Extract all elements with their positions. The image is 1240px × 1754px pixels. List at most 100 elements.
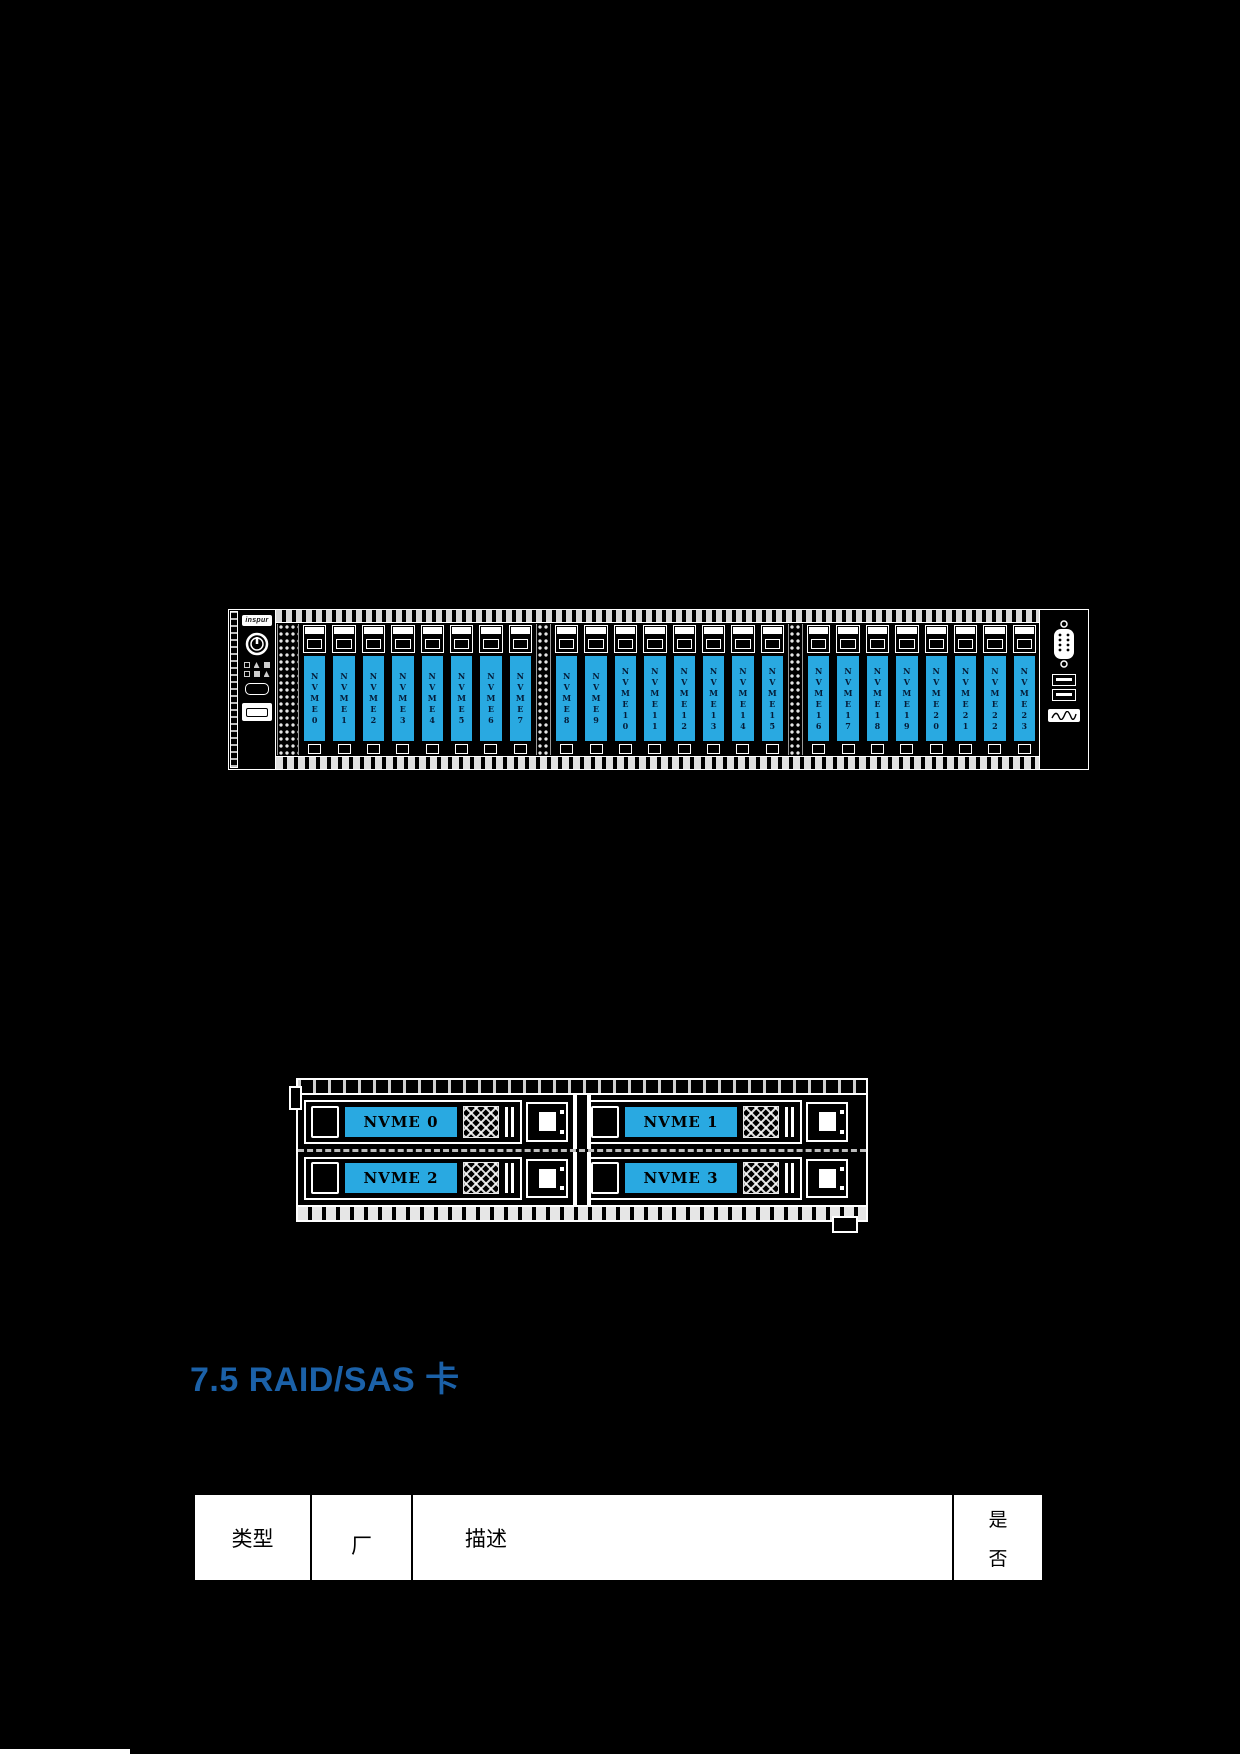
drive-latch (836, 625, 860, 653)
bay-divider-vent (277, 624, 299, 755)
drive-foot (700, 743, 727, 755)
drive-bay: NVME17 (834, 624, 861, 755)
drive-latch (731, 625, 755, 653)
drive-row-bottom: NVME 2 NVME 3 (298, 1151, 866, 1206)
tray-latch (311, 1105, 339, 1138)
chassis-top-rail (276, 610, 1039, 623)
drive-latch (701, 625, 726, 653)
chassis-top-rail (298, 1080, 866, 1095)
drive-bay-label: NVME3 (392, 656, 414, 741)
tray-edge-bars (505, 1106, 515, 1137)
drive-bay: NVME2 (360, 624, 387, 755)
drive-latch (508, 625, 532, 653)
server-front-view-4bay: NVME 0 NVME 1 (289, 1078, 868, 1233)
drive-bay-label: NVME8 (556, 656, 578, 741)
drive-latch (983, 625, 1007, 653)
drive-latch (760, 625, 784, 653)
drive-tray: NVME 1 (584, 1100, 802, 1144)
drive-foot (981, 743, 1008, 755)
drive-tray: NVME 2 (304, 1156, 522, 1200)
drive-bay: NVME9 (582, 624, 609, 755)
table-header-support-yes: 是 (988, 1509, 1008, 1531)
drive-foot (389, 743, 416, 755)
drive-bay-label: NVME4 (421, 656, 443, 741)
drive-foot (301, 743, 328, 755)
drive-foot (729, 743, 756, 755)
drive-bay: NVME21 (952, 624, 979, 755)
tray-latch (311, 1162, 339, 1195)
right-io-panel (1039, 610, 1088, 769)
drive-bay-label: NVME15 (761, 656, 783, 741)
tray-edge-bars (785, 1106, 795, 1137)
table-header-support-no: 否 (988, 1548, 1008, 1570)
drive-bay-label: NVME2 (362, 656, 385, 741)
tray-vent (743, 1162, 779, 1195)
release-button-module (526, 1158, 568, 1198)
drive-foot (360, 743, 387, 755)
drive-bay-label: NVME20 (925, 656, 947, 741)
drive-bay-label: NVME 2 (345, 1163, 457, 1194)
drive-latch (643, 625, 667, 653)
drive-bay: NVME11 (641, 624, 668, 755)
drive-latch (953, 625, 978, 653)
drive-foot (759, 743, 786, 755)
drive-latch (332, 625, 356, 653)
tray-edge-bars (785, 1163, 795, 1194)
section-heading: 7.5 RAID/SAS 卡 (190, 1361, 460, 1399)
drive-bay: NVME8 (553, 624, 580, 755)
chassis-bottom-rail (298, 1205, 866, 1220)
drive-latch (391, 625, 415, 653)
drive-bay: NVME4 (419, 624, 446, 755)
tray-latch (591, 1162, 619, 1195)
drive-foot (330, 743, 357, 755)
tray-edge-bars (505, 1163, 515, 1194)
drive-foot (641, 743, 668, 755)
drive-latch (449, 625, 474, 653)
drive-foot (448, 743, 475, 755)
drive-foot (893, 743, 920, 755)
drive-tray: NVME 3 (584, 1156, 802, 1200)
drive-bay-label: NVME18 (866, 656, 889, 741)
drive-bay: NVME0 (301, 624, 328, 755)
drive-bay-label: NVME21 (954, 656, 977, 741)
drive-latch (613, 625, 638, 653)
drive-bay: NVME16 (805, 624, 832, 755)
table-header-type: 类型 (195, 1495, 312, 1580)
brand-logo: inspur (242, 615, 272, 626)
usb-ports-icon (1052, 674, 1076, 701)
release-button-module (806, 1102, 848, 1142)
drive-foot (834, 743, 861, 755)
tray-vent (743, 1105, 779, 1138)
drive-bay: NVME7 (507, 624, 534, 755)
drive-latch (303, 625, 327, 653)
drive-bay-label: NVME16 (808, 656, 830, 741)
power-button-icon (245, 632, 269, 656)
drive-bay-label: NVME12 (673, 656, 695, 741)
drive-bay: NVME19 (893, 624, 920, 755)
release-button-module (806, 1158, 848, 1198)
drive-bay: NVME18 (864, 624, 891, 755)
drive-bay-label: NVME13 (702, 656, 725, 741)
drive-bay-area: NVME0 NVME1 NVME2 NVME3 (276, 610, 1039, 769)
drive-bay-label: NVME7 (509, 656, 531, 741)
brand-logo-text: inspur (245, 617, 269, 624)
drive-bay: NVME13 (700, 624, 727, 755)
drive-bay-label: NVME 3 (625, 1163, 737, 1194)
drive-bay-label: NVME17 (837, 656, 859, 741)
drive-latch (924, 625, 948, 653)
drive-foot (864, 743, 891, 755)
tray-vent (463, 1105, 499, 1138)
drive-bay: NVME22 (981, 624, 1008, 755)
front-control-panel: inspur (239, 610, 276, 769)
drive-bay-label: NVME22 (984, 656, 1006, 741)
drive-row-top: NVME 0 NVME 1 (298, 1095, 866, 1152)
drive-bay: NVME15 (759, 624, 786, 755)
drive-latch (479, 625, 503, 653)
drive-latch (895, 625, 919, 653)
drive-bay-label: NVME6 (480, 656, 502, 741)
drive-bay: NVME10 (612, 624, 639, 755)
drive-bay-label: NVME10 (614, 656, 637, 741)
drive-foot (477, 743, 504, 755)
drive-foot (507, 743, 534, 755)
vga-port-icon (1054, 620, 1074, 668)
